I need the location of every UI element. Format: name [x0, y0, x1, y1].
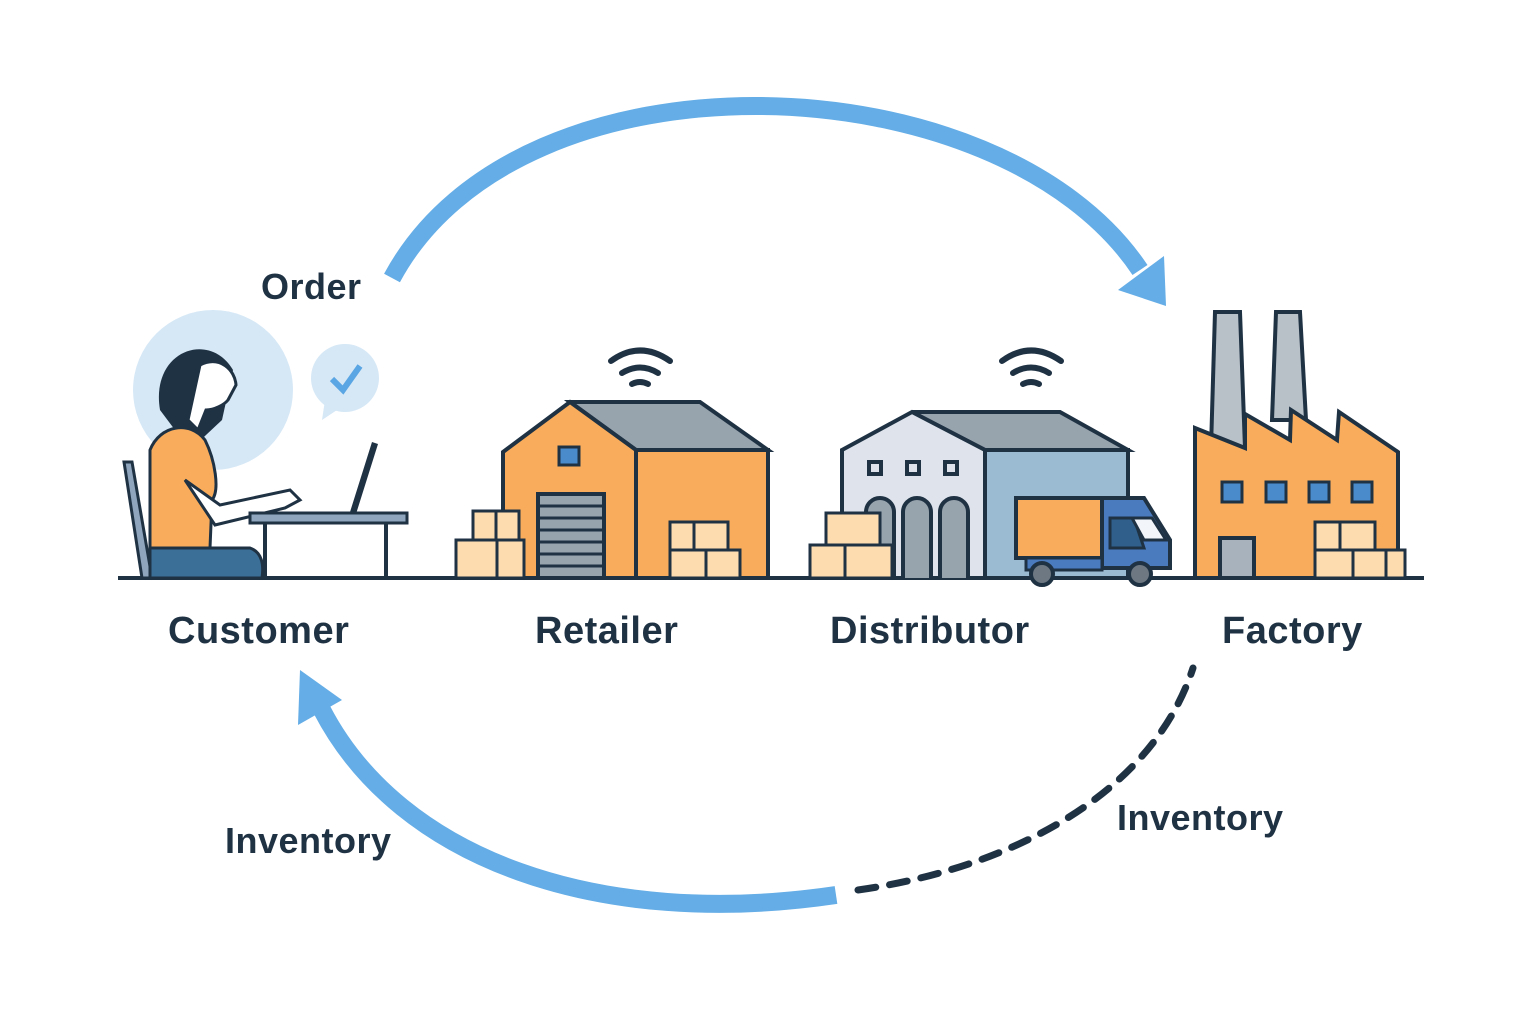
wifi-signal-icon	[999, 347, 1064, 387]
inventory-dashed-line	[854, 664, 1197, 894]
retailer-warehouse-icon	[454, 347, 775, 580]
checkmark-bubble-icon	[311, 344, 379, 420]
node-label-retailer: Retailer	[535, 610, 679, 652]
inventory-arrow-solid	[298, 670, 838, 913]
delivery-truck-icon	[1014, 496, 1172, 587]
customer-person-at-laptop-icon	[122, 310, 409, 580]
inventory-label-left: Inventory	[225, 820, 392, 861]
order-arrow	[384, 97, 1166, 306]
distributor-distribution-center-icon	[808, 347, 1172, 587]
inventory-label-right: Inventory	[1117, 797, 1284, 838]
node-label-customer: Customer	[168, 610, 350, 652]
node-label-factory: Factory	[1222, 610, 1363, 652]
factory-icon	[1193, 310, 1407, 580]
order-label: Order	[261, 266, 362, 307]
node-label-distributor: Distributor	[830, 610, 1030, 652]
wifi-signal-icon	[608, 347, 673, 387]
